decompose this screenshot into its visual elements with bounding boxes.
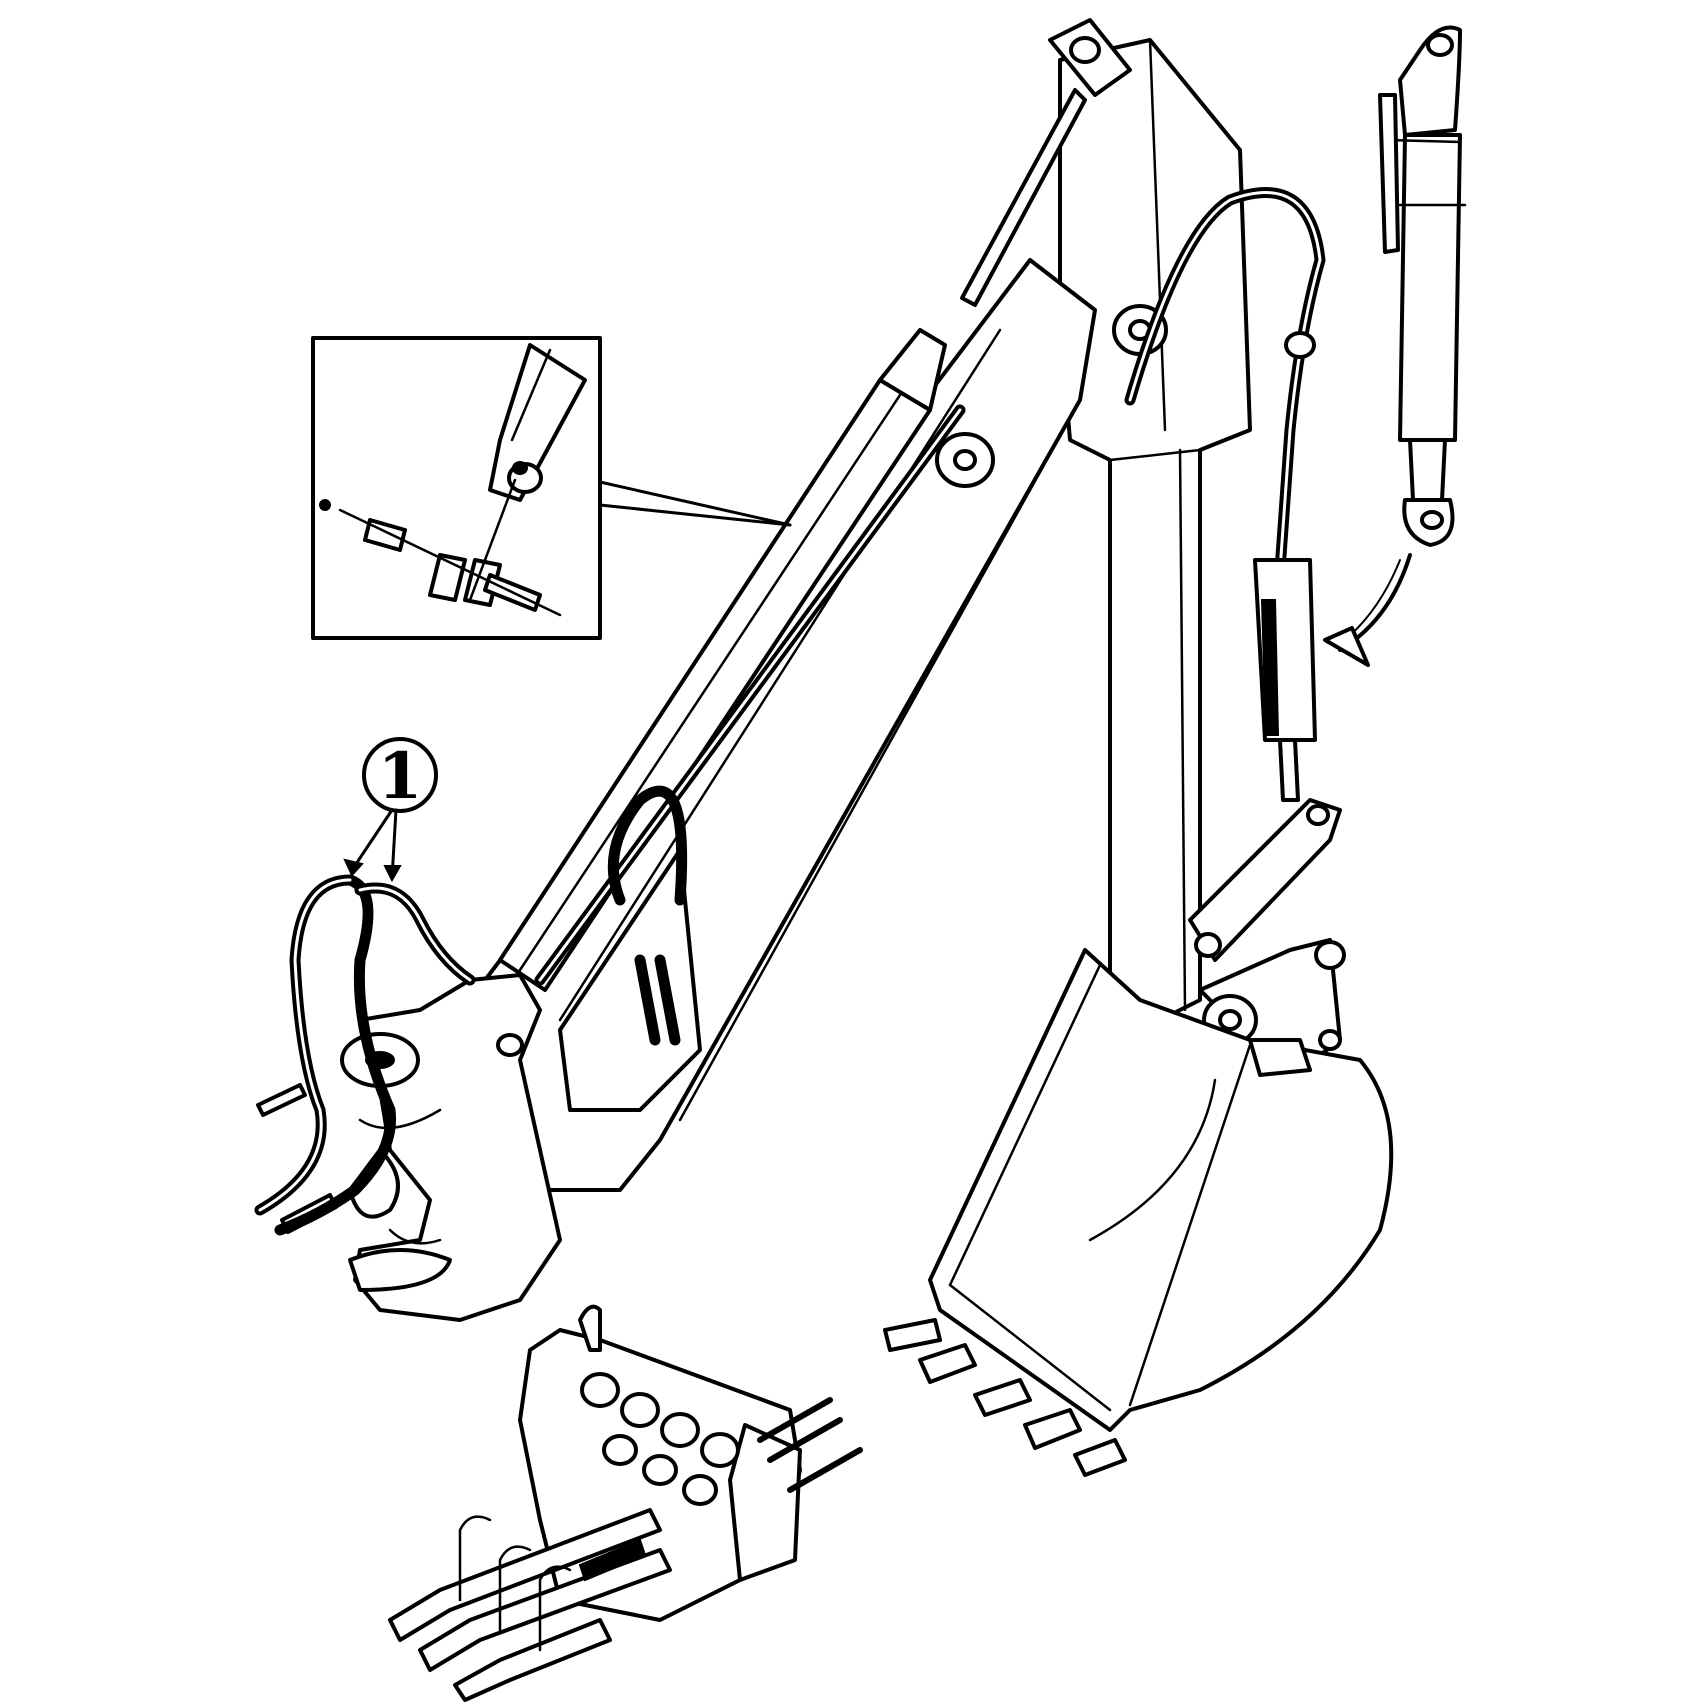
curved-arrow-icon [1323, 553, 1412, 667]
boom-lower-section [558, 785, 702, 1112]
dipper-top-pivot [960, 18, 1132, 307]
bucket-teeth [883, 1318, 1127, 1477]
swing-post [340, 973, 562, 1322]
dipper-cylinder [1253, 558, 1317, 802]
control-valve [518, 1304, 863, 1622]
dipper-hose-loop [1124, 187, 1326, 646]
bucket-linkage [1188, 798, 1346, 1072]
boom-cylinder [498, 328, 995, 992]
bucket-cylinder-exploded [1378, 25, 1467, 547]
inset-cylinder-end [488, 343, 587, 502]
callout-1: 1 [343, 737, 438, 883]
detail-inset [311, 336, 792, 640]
hydraulic-hoses-callout-1 [254, 874, 476, 1236]
bucket [928, 948, 1394, 1432]
callout-1-label: 1 [378, 739, 423, 814]
control-valve-spools [388, 1508, 672, 1702]
inset-fittings [319, 478, 562, 617]
